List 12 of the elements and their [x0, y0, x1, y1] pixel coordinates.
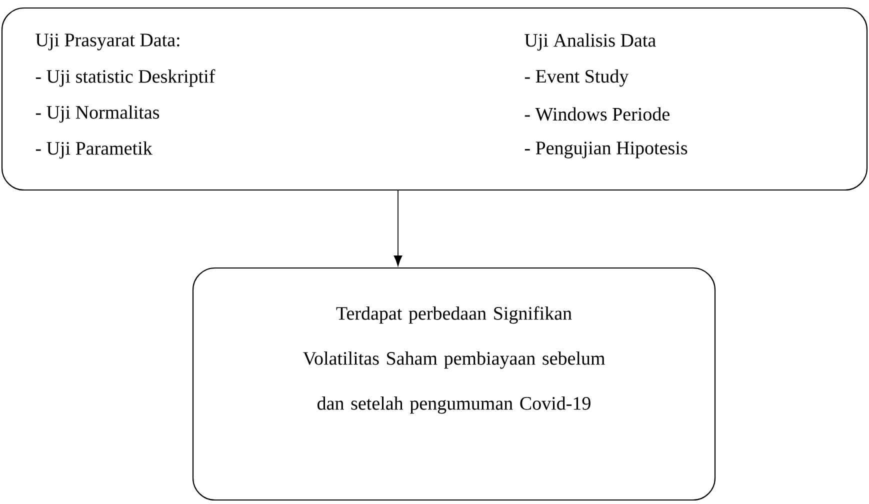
list-item: - Uji Normalitas — [36, 105, 160, 123]
list-item: - Uji Parametik — [36, 141, 152, 159]
list-item: - Pengujian Hipotesis — [524, 142, 688, 158]
list-item: - Windows Periode — [524, 107, 670, 121]
arrow — [394, 190, 402, 266]
rounded-box — [192, 267, 716, 501]
list-item: Uji Analisis Data — [524, 33, 656, 51]
box-text: Terdapat perbedaan Signifikan Volatilitas Saham pembiayaan sebelum dan setelah pengumuman Covid-19 — [302, 306, 605, 414]
rounded-box — [1, 7, 868, 191]
list-item: - Uji statistic Deskriptif — [36, 69, 216, 87]
list-item: - Event Study — [524, 69, 629, 87]
list-item: Uji Prasyarat Data: — [36, 34, 180, 50]
